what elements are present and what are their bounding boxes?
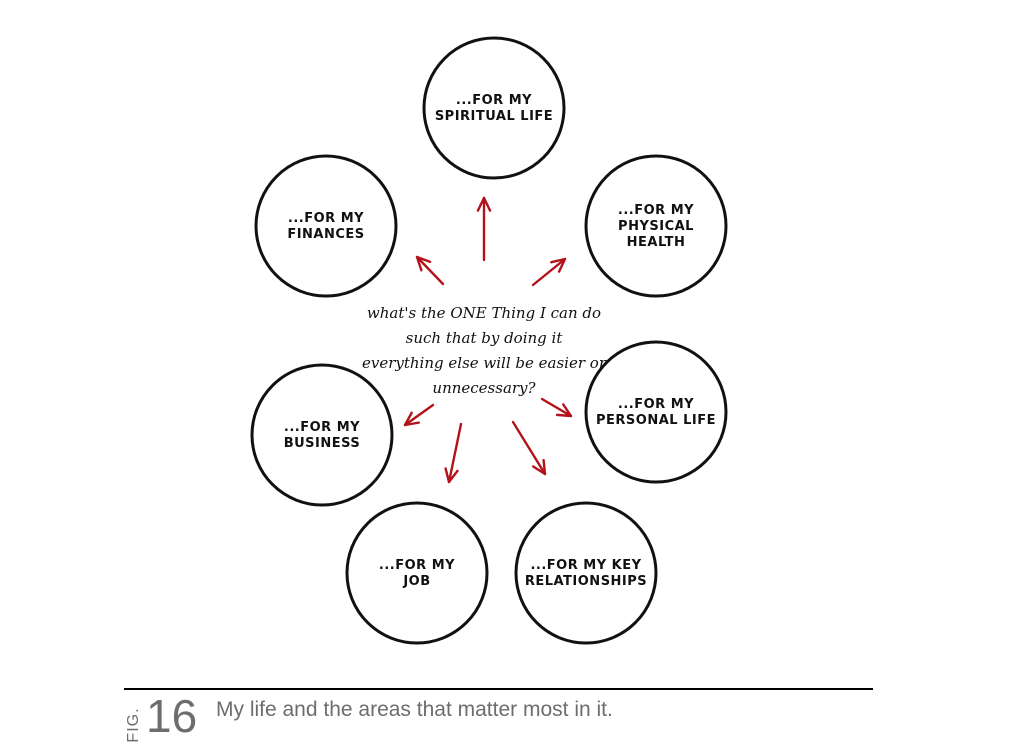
arrow-head — [555, 403, 573, 418]
node-label-line: FINANCES — [287, 227, 364, 242]
arrow — [476, 196, 492, 262]
node-label-line: ...FOR MY — [618, 397, 694, 412]
node-label-line: RELATIONSHIPS — [525, 574, 647, 589]
node-label-line: ...FOR MY KEY — [530, 558, 641, 573]
node-circle — [584, 154, 728, 298]
arrow-head — [476, 196, 492, 212]
node-label-line: ...FOR MY — [379, 558, 455, 573]
node-label-line: SPIRITUAL LIFE — [435, 109, 553, 124]
arrow — [415, 255, 445, 286]
node-circle — [422, 36, 566, 180]
center-question: what's the ONE Thing I can do such that b… — [362, 304, 607, 397]
question-line: unnecessary? — [432, 379, 536, 397]
node-label-line: PERSONAL LIFE — [596, 413, 716, 428]
arrow-shaft — [447, 422, 463, 484]
node-label-line: PHYSICAL — [618, 219, 694, 234]
arrow-head — [550, 257, 567, 273]
node-label-line: HEALTH — [627, 235, 686, 250]
arrow — [511, 420, 547, 476]
node-circle — [514, 501, 658, 645]
node-label-line: ...FOR MY — [284, 420, 360, 435]
arrow-head — [415, 255, 432, 272]
arrow-shaft — [415, 255, 445, 286]
node-label-line: ...FOR MY — [288, 211, 364, 226]
arrow-head — [532, 458, 547, 476]
node-circle — [345, 501, 489, 645]
node-circle — [584, 340, 728, 484]
node-label-line: JOB — [402, 574, 430, 589]
arrows-group — [403, 196, 573, 484]
node-label-line: BUSINESS — [284, 436, 361, 451]
arrow-shaft — [540, 397, 573, 418]
node-circle — [250, 363, 394, 507]
arrow — [403, 403, 435, 427]
arrow-shaft — [531, 257, 567, 287]
question-line: such that by doing it — [406, 329, 564, 347]
arrow-head — [403, 411, 420, 427]
node-label-line: ...FOR MY — [618, 203, 694, 218]
arrow-shaft — [403, 403, 435, 427]
node-label-line: ...FOR MY — [456, 93, 532, 108]
figure-caption: My life and the areas that matter most i… — [216, 698, 613, 721]
arrow — [540, 397, 573, 418]
figure-label: FIG. — [125, 707, 142, 743]
arrow-head — [444, 467, 459, 484]
arrow — [444, 422, 463, 484]
arrow-shaft — [511, 420, 547, 476]
question-line: what's the ONE Thing I can do — [367, 304, 601, 322]
question-line: everything else will be easier or — [362, 354, 607, 372]
figure-number: 16 — [146, 690, 198, 742]
arrow — [531, 257, 567, 287]
node-circle — [254, 154, 398, 298]
caption-rule — [124, 688, 873, 690]
